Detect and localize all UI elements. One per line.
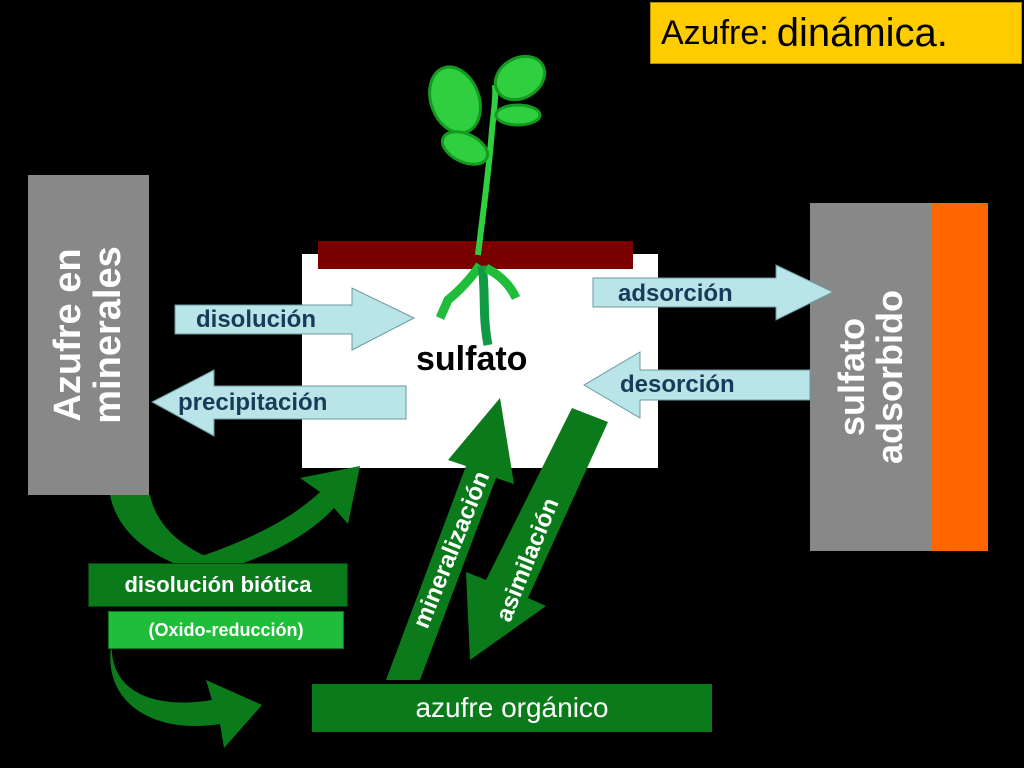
title-box: Azufre: dinámica.	[650, 2, 1022, 64]
disolucion-arrow	[174, 287, 416, 351]
sulfate-label: sulfato	[416, 340, 528, 378]
minerals-panel: Azufre en minerales	[28, 175, 149, 495]
disolucion-label: disolución	[196, 306, 316, 333]
adsorbed-sulfate-panel: sulfato adsorbido	[810, 203, 932, 551]
adsorcion-arrow	[592, 264, 835, 321]
precipitacion-label: precipitación	[178, 389, 328, 416]
title-prefix: Azufre:	[661, 13, 769, 52]
desorcion-label: desorción	[620, 371, 735, 398]
oxidoreduction-loop-arrow	[110, 640, 263, 748]
biotic-down-arrow	[110, 495, 215, 572]
organic-sulfur-box: azufre orgánico	[312, 684, 712, 732]
precipitacion-arrow	[150, 369, 407, 437]
biotic-up-arrow	[190, 466, 360, 574]
plant-icon	[428, 54, 547, 346]
title-main: dinámica.	[776, 10, 948, 55]
desorcion-arrow	[583, 351, 811, 419]
asimilacion-arrow	[466, 408, 608, 660]
orange-strip	[932, 203, 988, 551]
biotic-dissolution-box: disolución biótica	[88, 563, 348, 607]
oxidoreduction-box: (Oxido-reducción)	[108, 611, 344, 649]
mineralizacion-arrow	[386, 398, 514, 680]
adsorcion-label: adsorción	[618, 280, 733, 307]
